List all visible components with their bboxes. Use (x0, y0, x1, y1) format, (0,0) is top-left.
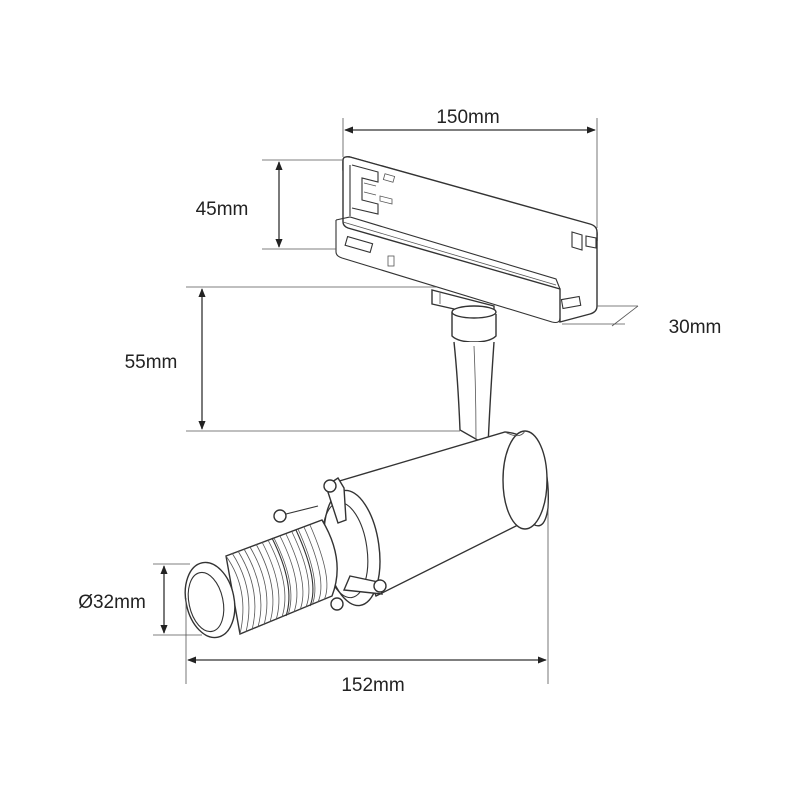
label-30mm: 30mm (669, 317, 722, 338)
track-adapter (335, 156, 598, 324)
label-45mm: 45mm (196, 199, 249, 220)
dimension-track-width: 150mm (342, 107, 598, 228)
label-55mm: 55mm (125, 352, 178, 373)
dimension-stem-height: 55mm (125, 286, 460, 432)
dimension-adapter-depth: 30mm (562, 305, 722, 338)
label-150mm: 150mm (436, 107, 499, 128)
lens-collar (273, 477, 387, 611)
lens-barrel (184, 519, 338, 639)
stem (451, 305, 497, 448)
label-152mm: 152mm (341, 675, 404, 696)
dimension-adapter-height: 45mm (196, 159, 343, 250)
label-32mm: Ø32mm (78, 592, 146, 613)
dimension-lens-diameter: Ø32mm (78, 563, 202, 636)
dimension-total-length: 152mm (185, 500, 549, 696)
